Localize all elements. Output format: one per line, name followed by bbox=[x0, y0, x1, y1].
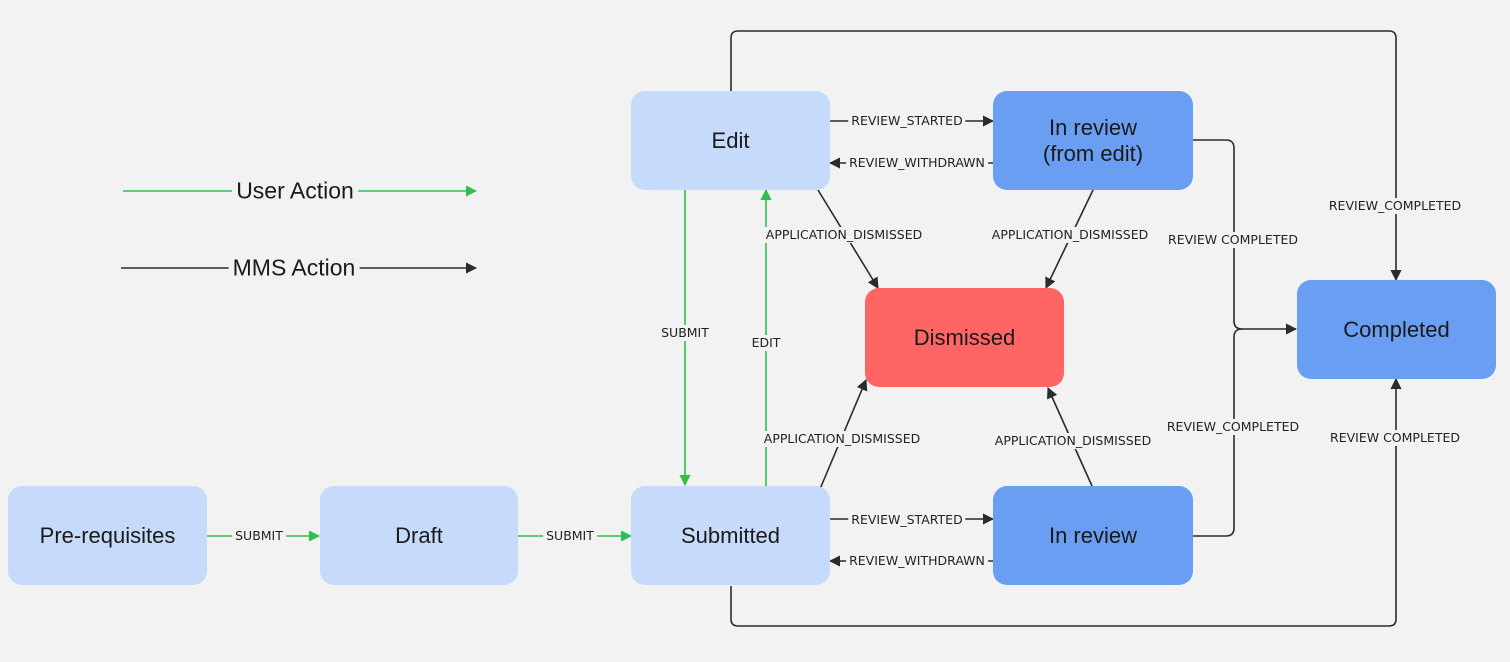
state-in-review-from-edit[interactable]: In review (from edit) bbox=[993, 91, 1193, 190]
edge-label-draft-submit: SUBMIT bbox=[543, 528, 597, 544]
edge-review-completed bbox=[1193, 328, 1243, 537]
state-in-review[interactable]: In review bbox=[993, 486, 1193, 585]
edge-label-submitted-completed-bottom: REVIEW COMPLETED bbox=[1327, 430, 1463, 446]
edge-label-submitted-edit: EDIT bbox=[748, 335, 784, 351]
edge-label-edit-review-started: REVIEW_STARTED bbox=[848, 113, 966, 129]
state-dismissed[interactable]: Dismissed bbox=[865, 288, 1064, 387]
edge-label-review-edit-dismissed: APPLICATION_DISMISSED bbox=[988, 227, 1152, 243]
edge-label-submitted-review-withdrawn: REVIEW_WITHDRAWN bbox=[846, 553, 988, 569]
legend-mms-action-label: MMS Action bbox=[228, 254, 360, 282]
edge-label-edit-submit: SUBMIT bbox=[658, 325, 712, 341]
state-prerequisites[interactable]: Pre-requisites bbox=[8, 486, 207, 585]
edge-label-review-edit-completed: REVIEW COMPLETED bbox=[1165, 232, 1301, 248]
edge-label-edit-dismissed: APPLICATION_DISMISSED bbox=[762, 227, 926, 243]
state-submitted[interactable]: Submitted bbox=[631, 486, 830, 585]
state-draft[interactable]: Draft bbox=[320, 486, 518, 585]
legend-user-action-label: User Action bbox=[232, 177, 358, 205]
edge-label-review-completed: REVIEW_COMPLETED bbox=[1163, 419, 1303, 435]
edge-label-edit-review-withdrawn: REVIEW_WITHDRAWN bbox=[846, 155, 988, 171]
edge-label-submitted-review-started: REVIEW_STARTED bbox=[848, 512, 966, 528]
edge-submitted-completed-bottom bbox=[730, 377, 1402, 627]
state-edit[interactable]: Edit bbox=[631, 91, 830, 190]
edge-label-edit-completed-top: REVIEW_COMPLETED bbox=[1325, 198, 1465, 214]
edge-label-review-dismissed: APPLICATION_DISMISSED bbox=[991, 433, 1155, 449]
edge-label-submitted-dismissed: APPLICATION_DISMISSED bbox=[760, 431, 924, 447]
edge-label-prereq-submit: SUBMIT bbox=[232, 528, 286, 544]
state-completed[interactable]: Completed bbox=[1297, 280, 1496, 379]
edge-edit-completed-top bbox=[730, 30, 1402, 282]
